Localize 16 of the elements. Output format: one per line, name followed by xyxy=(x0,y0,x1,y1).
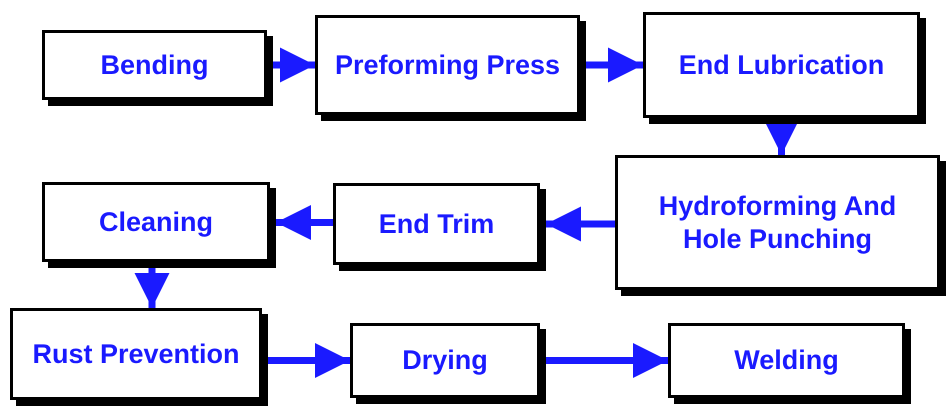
arrow xyxy=(273,48,315,82)
arrow xyxy=(134,265,170,308)
arrow xyxy=(546,343,668,378)
arrow xyxy=(268,343,350,378)
step-label: Hydroforming And Hole Punching xyxy=(658,190,898,256)
step-label: Preforming Press xyxy=(334,48,562,82)
step-label: Rust Prevention xyxy=(31,338,241,370)
arrow xyxy=(546,206,615,242)
step-label: End Lubrication xyxy=(678,48,886,82)
step-label: Welding xyxy=(733,344,840,377)
arrow xyxy=(586,48,643,82)
step-label: End Trim xyxy=(378,208,496,240)
step-label: Bending xyxy=(100,48,210,82)
step-label: Drying xyxy=(401,344,489,377)
arrow xyxy=(276,205,333,240)
step-label: Cleaning xyxy=(98,206,214,238)
